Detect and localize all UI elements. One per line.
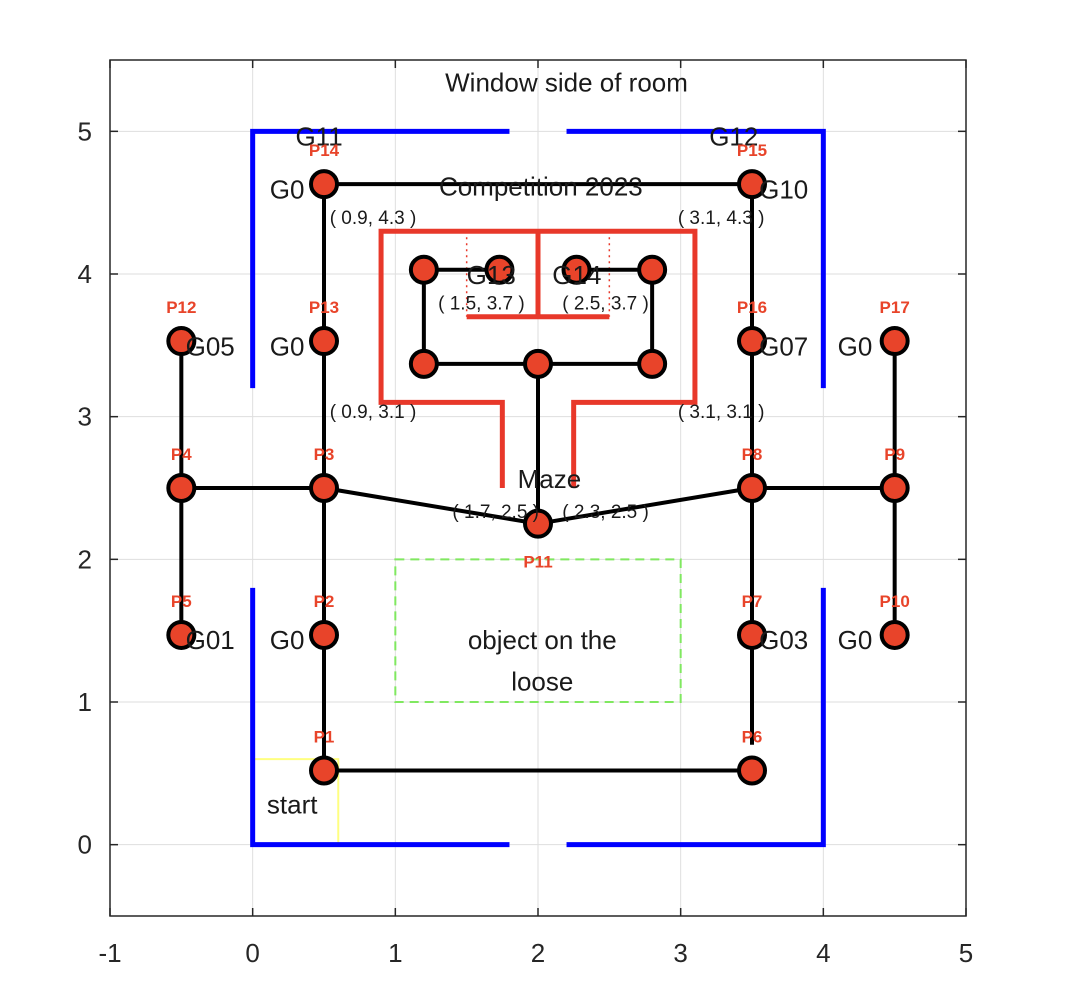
x-tick-label: 3 (673, 938, 687, 968)
maze-node (637, 254, 668, 285)
wall-segment (250, 128, 510, 389)
point-label-p5: P5 (171, 592, 192, 611)
point-label-p14: P14 (309, 141, 340, 160)
waypoint-nodes (166, 169, 910, 786)
waypoint-p8 (737, 473, 767, 503)
x-tick-label: 0 (245, 938, 259, 968)
maze-node (408, 348, 439, 379)
x-tick-label: 5 (959, 938, 973, 968)
annotation-label: ( 0.9, 4.3 ) (330, 208, 417, 229)
object-zone (394, 558, 682, 703)
point-label-p13: P13 (309, 298, 339, 317)
waypoint-p11 (523, 508, 553, 539)
annotation-label: object on the (468, 625, 617, 655)
waypoint-p17 (879, 326, 910, 357)
waypoint-p16 (737, 326, 767, 357)
annotation-label: G0 (270, 625, 305, 655)
waypoint-p4 (166, 473, 197, 503)
y-tick-label: 3 (78, 402, 92, 432)
y-tick-label: 1 (78, 687, 92, 717)
annotation-label: G0 (838, 331, 873, 361)
annotation-label: G12 (709, 122, 758, 152)
y-tick-label: 5 (78, 116, 92, 146)
waypoint-p3 (309, 473, 339, 503)
x-tick-label: 4 (816, 938, 830, 968)
axis-ticks: -1 0 1 2 3 4 5 0 1 2 3 4 5 (78, 60, 973, 968)
waypoint-p10 (879, 619, 910, 650)
zones (252, 558, 682, 845)
point-label-p6: P6 (742, 727, 763, 746)
annotation-label: ( 1.5, 3.7 ) (438, 294, 525, 315)
point-label-p10: P10 (880, 592, 910, 611)
point-label-p4: P4 (171, 445, 192, 464)
annotation-label: ( 0.9, 3.1 ) (330, 402, 417, 423)
annotation-label: G01 (186, 625, 235, 655)
annotation-label: G0 (270, 174, 305, 204)
path-segment (322, 182, 752, 771)
annotation-label: start (267, 789, 318, 819)
waypoint-p6 (737, 755, 767, 786)
annotation-label: G10 (759, 174, 808, 204)
annotation-label: G14 (552, 260, 601, 290)
annotation-label: ( 1.7, 2.5 ) (452, 502, 539, 523)
point-label-p12: P12 (166, 298, 196, 317)
point-label-p17: P17 (880, 298, 910, 317)
annotation-label: ( 2.3, 2.5 ) (562, 502, 649, 523)
room-walls (250, 128, 826, 848)
annotation-label: ( 3.1, 4.3 ) (678, 208, 765, 229)
annotation-label: loose (511, 667, 573, 697)
start-zone (252, 758, 340, 845)
point-label-p3: P3 (314, 445, 335, 464)
maze-node (408, 254, 439, 285)
waypoint-p2 (309, 619, 339, 650)
waypoint-p7 (737, 619, 767, 650)
point-label-p15: P15 (737, 141, 767, 160)
y-tick-label: 2 (78, 544, 92, 574)
annotation-label: Maze (518, 464, 582, 494)
maze-node (637, 348, 668, 379)
annotation-label: Window side of room (445, 67, 688, 97)
annotation-label: Competition 2023 (439, 172, 643, 202)
point-label-p16: P16 (737, 298, 767, 317)
point-label-p2: P2 (314, 592, 335, 611)
wall-segment (250, 587, 510, 848)
waypoint-p5 (166, 619, 197, 650)
y-tick-label: 0 (78, 830, 92, 860)
annotation-label: ( 3.1, 3.1 ) (678, 402, 765, 423)
waypoint-p14 (309, 169, 339, 200)
y-tick-label: 4 (78, 259, 92, 289)
annotation-label: G07 (759, 331, 808, 361)
maze-node (523, 348, 553, 379)
x-tick-label: 1 (388, 938, 402, 968)
annotation-label: G11 (295, 122, 342, 152)
waypoint-p15 (737, 169, 767, 200)
annotation-label: G03 (759, 625, 808, 655)
point-label-p8: P8 (742, 445, 763, 464)
annotation-label: ( 2.5, 3.7 ) (562, 294, 649, 315)
annotation-label: G0 (270, 331, 305, 361)
wall-segment (566, 128, 826, 389)
annotation-label: G0 (838, 625, 873, 655)
waypoint-p9 (879, 473, 910, 503)
waypoint-p13 (309, 326, 339, 357)
waypoint-p12 (166, 326, 197, 357)
point-label-p7: P7 (742, 592, 763, 611)
x-tick-label: -1 (98, 938, 121, 968)
annotation-label: G05 (186, 331, 235, 361)
point-label-p9: P9 (884, 445, 905, 464)
waypoint-p1 (309, 755, 339, 786)
x-tick-label: 2 (531, 938, 545, 968)
maze (378, 228, 698, 488)
point-label-p1: P1 (314, 727, 335, 746)
maze-node (484, 254, 515, 285)
wall-segment (566, 587, 826, 848)
point-label-p11: P11 (523, 553, 552, 572)
maze-node (561, 254, 592, 285)
annotation-label: G13 (467, 260, 516, 290)
